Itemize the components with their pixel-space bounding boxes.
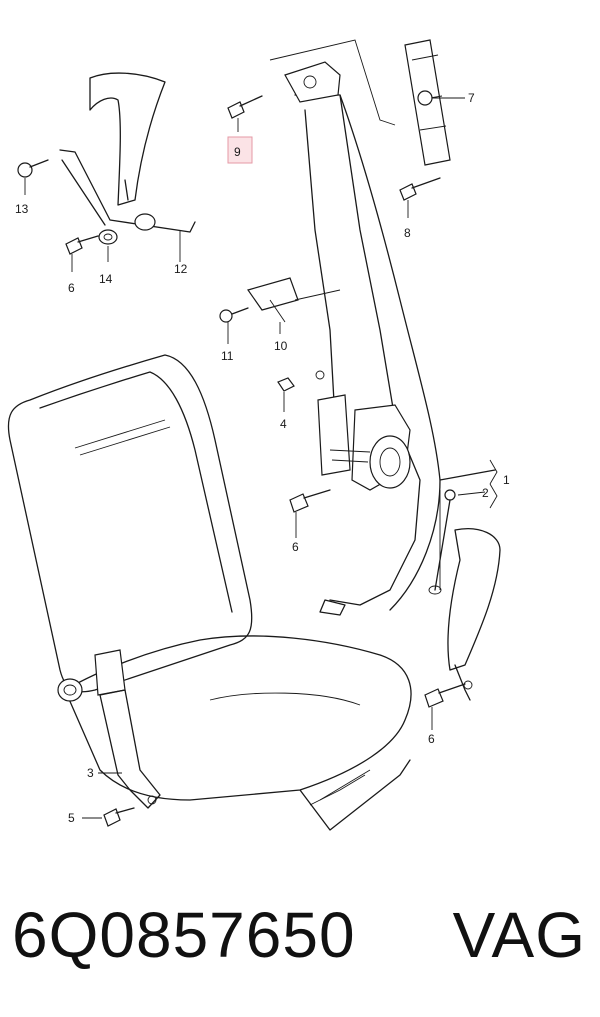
guide-bracket-10 — [247, 277, 341, 334]
callout-14: 14 — [99, 272, 113, 286]
nut-4 — [277, 370, 325, 412]
bolt-11 — [219, 307, 249, 344]
bolt-5 — [82, 807, 135, 827]
caption-bar: 6Q0857650 VAG — [0, 890, 600, 1000]
part-number: 6Q0857650 — [12, 899, 356, 971]
retractor — [317, 394, 411, 491]
callout-6-low: 6 — [428, 732, 435, 746]
belt-webbing — [294, 94, 501, 701]
seat-belt-exploded-diagram: 1 2 3 4 5 6 6 6 7 8 9 10 11 12 13 14 — [7, 39, 510, 831]
callout-8: 8 — [404, 226, 411, 240]
callout-11: 11 — [221, 349, 234, 363]
upper-anchor — [269, 39, 396, 126]
buckle-stalk — [57, 649, 161, 809]
callout-7: 7 — [468, 91, 475, 105]
callout-2: 2 — [482, 486, 489, 500]
bolt-13 — [17, 159, 49, 195]
callout-3: 3 — [87, 766, 94, 780]
callout-9-highlight — [227, 136, 253, 164]
bolt-6-low — [424, 680, 473, 730]
callout-10: 10 — [274, 339, 288, 353]
seat-backrest — [7, 354, 253, 693]
callout-9: 9 — [234, 145, 241, 159]
callout-6-top: 6 — [68, 281, 75, 295]
lower-anchor — [428, 459, 498, 595]
height-adjuster — [404, 39, 465, 166]
belt-guide-left — [59, 72, 196, 233]
callout-5: 5 — [68, 811, 75, 825]
bolt-6-top — [65, 235, 99, 272]
callout-6-mid: 6 — [292, 540, 299, 554]
callout-4: 4 — [280, 417, 287, 431]
callout-13: 13 — [15, 202, 29, 216]
callout-12: 12 — [174, 262, 188, 276]
bolt-6-mid — [289, 489, 331, 538]
washer-14 — [98, 229, 118, 262]
bolt-9 — [227, 95, 263, 132]
seat-cushion — [64, 635, 412, 831]
brand-label: VAG — [452, 899, 586, 971]
callout-1: 1 — [503, 473, 510, 487]
bolt-8 — [399, 177, 441, 218]
